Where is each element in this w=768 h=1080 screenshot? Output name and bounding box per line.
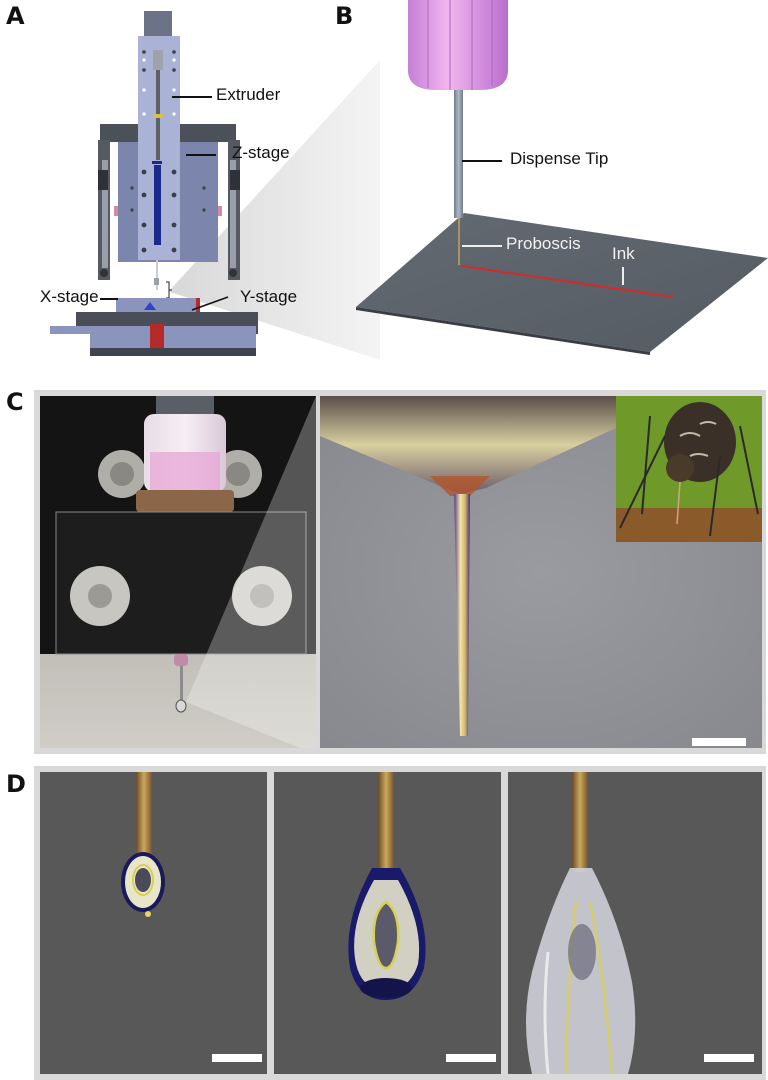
scale-bar-d3 bbox=[704, 1054, 754, 1062]
panel-letter-a: A bbox=[6, 2, 25, 30]
leader-proboscis bbox=[462, 245, 502, 247]
leader-ink bbox=[622, 267, 624, 285]
label-ink: Ink bbox=[612, 244, 635, 263]
label-x-stage: X-stage bbox=[40, 287, 99, 306]
label-dispense-tip: Dispense Tip bbox=[510, 149, 609, 168]
leader-dispense-tip bbox=[462, 160, 502, 162]
mosquito-inset bbox=[616, 396, 762, 542]
label-extruder: Extruder bbox=[216, 85, 281, 104]
droplet-frame-2 bbox=[274, 772, 501, 1074]
projection-wedge-a-b bbox=[170, 60, 380, 360]
printer-cad-rendering bbox=[50, 11, 258, 356]
scale-bar-d1 bbox=[212, 1054, 262, 1062]
panel-letter-c: C bbox=[6, 388, 24, 416]
label-y-stage: Y-stage bbox=[240, 287, 298, 306]
leader-x-stage bbox=[100, 298, 118, 300]
scale-bar-d2 bbox=[446, 1054, 496, 1062]
dispensing-rendering bbox=[356, 0, 768, 355]
droplet-frame-3 bbox=[508, 772, 762, 1074]
panel-letter-b: B bbox=[335, 2, 354, 30]
scale-bar-c bbox=[692, 738, 746, 746]
leader-extruder bbox=[172, 96, 212, 98]
label-z-stage: Z-stage bbox=[232, 143, 290, 162]
label-proboscis: Proboscis bbox=[506, 234, 581, 253]
droplet-frame-1 bbox=[40, 772, 267, 1074]
leader-z-stage bbox=[186, 154, 216, 156]
panel-letter-d: D bbox=[6, 770, 26, 798]
photo-printer-head bbox=[40, 396, 316, 748]
photo-proboscis-magnified bbox=[320, 396, 762, 748]
leader-y-stage bbox=[191, 296, 229, 311]
